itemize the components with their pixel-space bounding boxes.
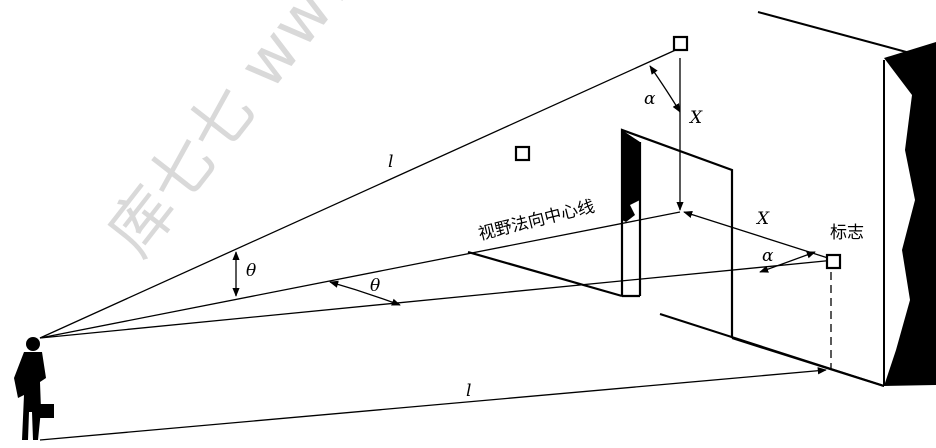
theta-mid-label: θ [370, 276, 380, 296]
sight-lines [39, 47, 836, 441]
floor-plane [467, 250, 885, 388]
angle-arcs [232, 65, 816, 306]
watermark: 库七七 www. [94, 0, 389, 270]
sign-label: 标志 [830, 223, 864, 243]
center-line-label: 视野法向中心线 [476, 197, 596, 245]
theta-left-label: θ [246, 261, 256, 281]
sign-squares [514, 35, 842, 270]
x-dimensions [676, 58, 832, 370]
alpha-right-label: α [762, 246, 774, 266]
x-right-label: X [755, 209, 770, 229]
svg-text:库七七 www.: 库七七 www. [94, 0, 389, 270]
x-top-label: X [688, 108, 703, 128]
l-top-label: l [388, 152, 393, 172]
l-bottom-label: l [466, 381, 471, 401]
obstacle-panel [620, 128, 734, 338]
building-wall [659, 11, 936, 387]
alpha-top-label: α [644, 89, 656, 109]
observer-figure [14, 337, 54, 440]
